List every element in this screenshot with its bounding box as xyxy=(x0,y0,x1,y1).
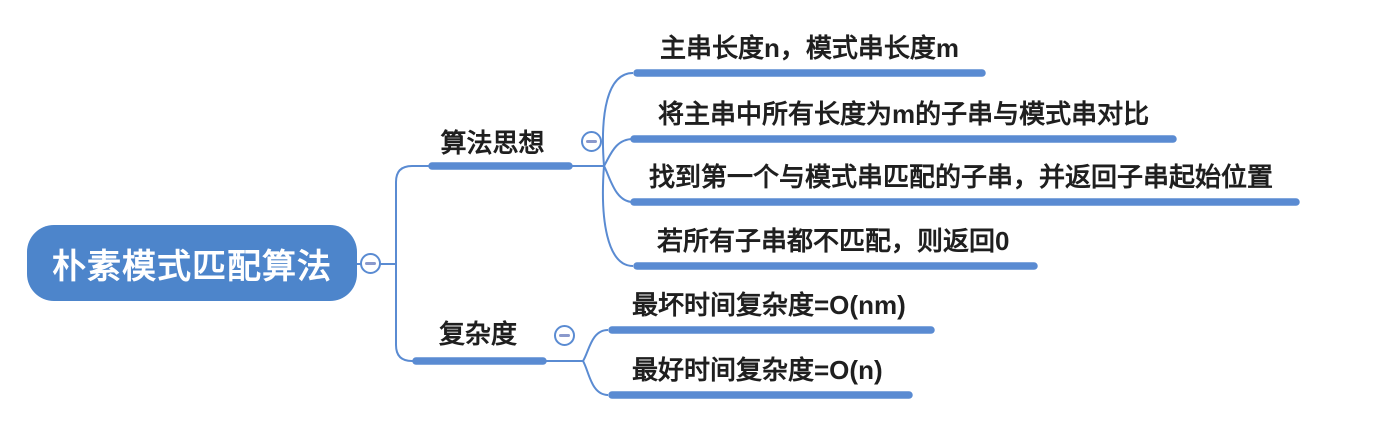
leaf-topic-worst-case[interactable]: 最坏时间复杂度=O(nm) xyxy=(632,290,906,320)
connector-child-2-1 xyxy=(582,329,609,362)
leaf-topic-string-lengths[interactable]: 主串长度n，模式串长度m xyxy=(660,33,960,63)
root-topic-label: 朴素模式匹配算法 xyxy=(52,247,332,286)
connector-branch-1 xyxy=(395,165,604,264)
connector-child-2-2 xyxy=(582,360,609,396)
collapse-icon-branch-2[interactable] xyxy=(554,325,575,346)
minus-icon xyxy=(559,334,570,337)
minus-icon xyxy=(586,140,597,143)
connector-child-1-4 xyxy=(601,165,634,267)
collapse-icon-branch-1[interactable] xyxy=(581,131,602,152)
leaf-topic-compare-substrings[interactable]: 将主串中所有长度为m的子串与模式串对比 xyxy=(658,99,1150,129)
connector-branch-2 xyxy=(395,264,583,362)
leaf-topic-no-match-return-zero[interactable]: 若所有子串都不匹配，则返回0 xyxy=(657,226,1010,256)
collapse-icon-root[interactable] xyxy=(360,253,381,274)
leaf-topic-best-case[interactable]: 最好时间复杂度=O(n) xyxy=(632,355,883,385)
leaf-topic-first-match-return[interactable]: 找到第一个与模式串匹配的子串，并返回子串起始位置 xyxy=(649,162,1274,192)
branch-topic-complexity[interactable]: 复杂度 xyxy=(438,319,517,349)
branch-topic-algorithm-idea[interactable]: 算法思想 xyxy=(440,128,545,158)
connector-child-1-1 xyxy=(601,72,634,167)
connector-child-1-3 xyxy=(603,165,634,203)
minus-icon xyxy=(365,262,376,265)
connector-child-1-2 xyxy=(603,138,634,167)
root-topic[interactable]: 朴素模式匹配算法 xyxy=(27,225,357,301)
